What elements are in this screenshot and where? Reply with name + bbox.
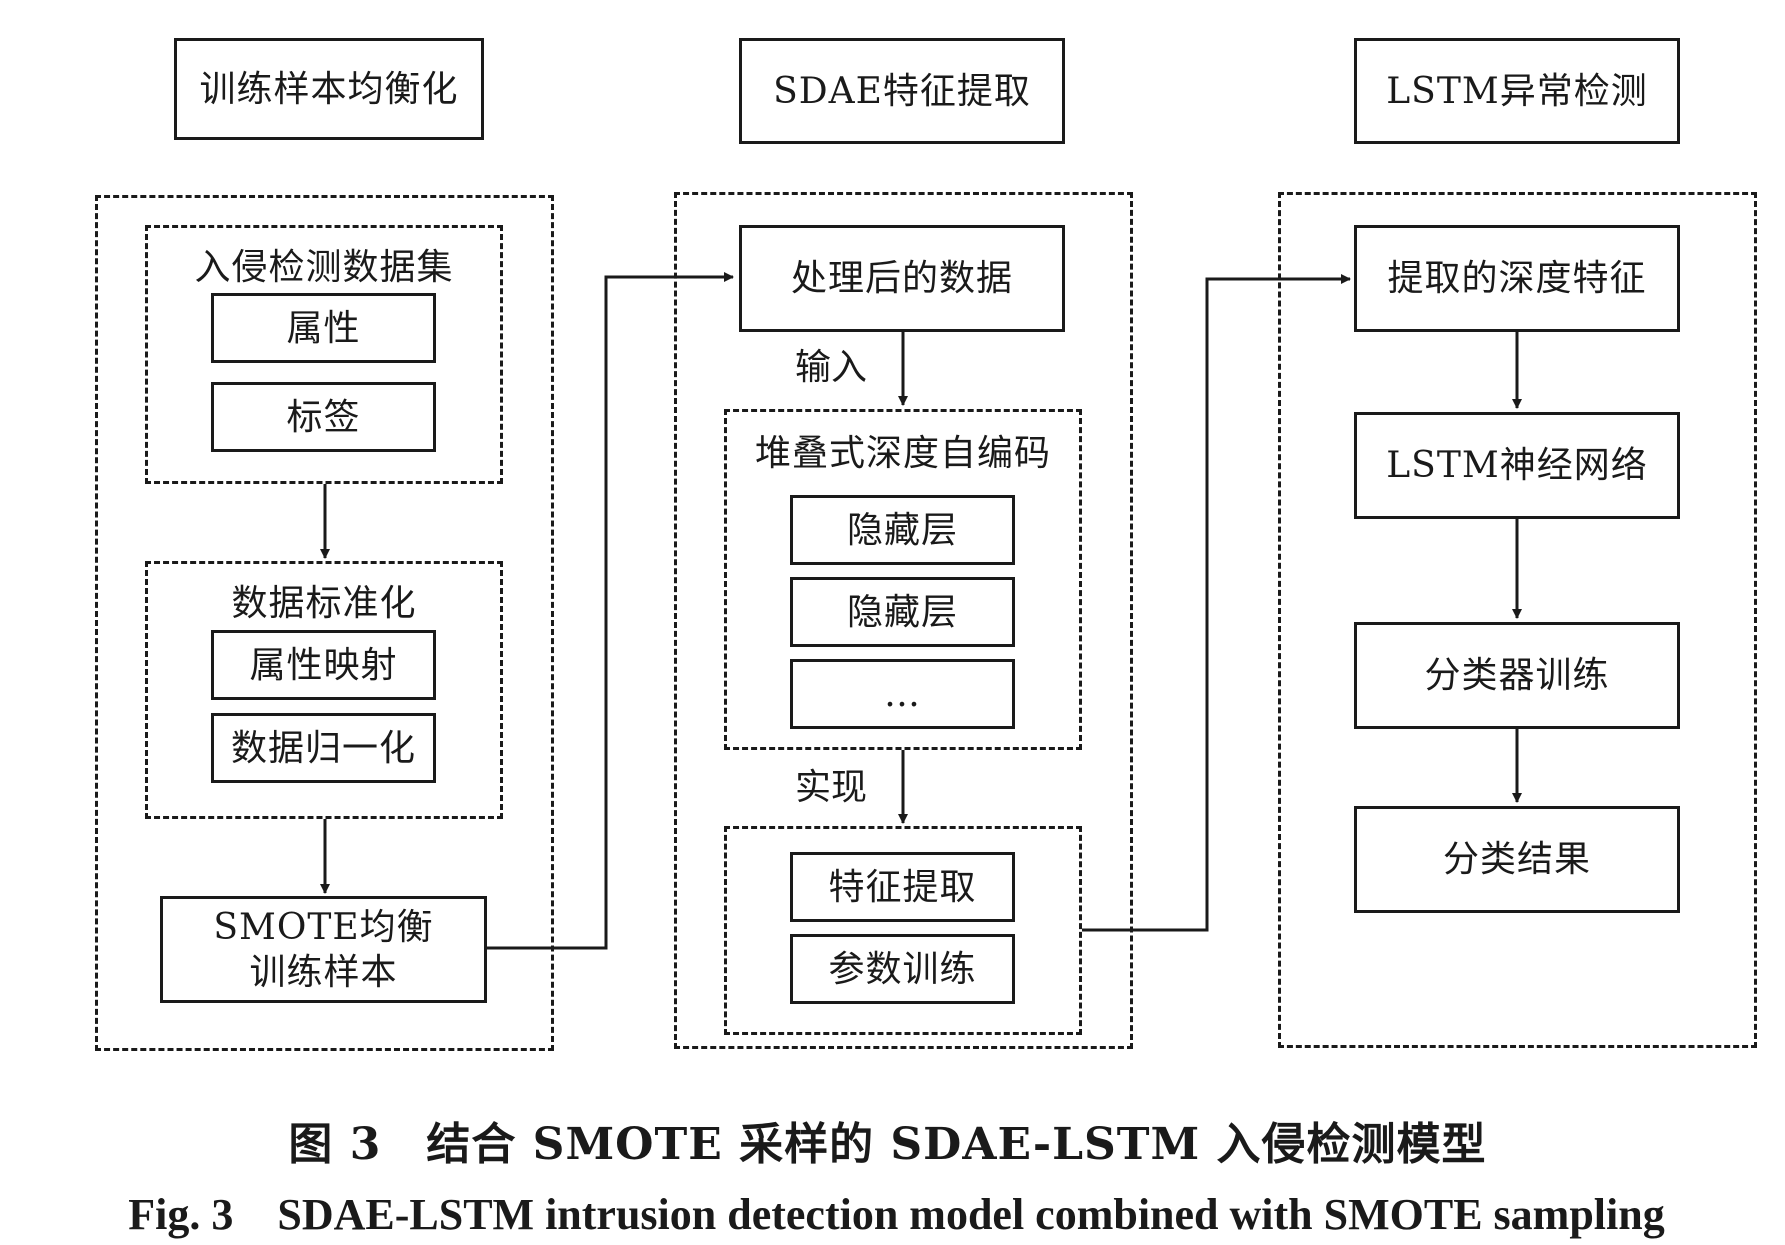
header-lstm-label: LSTM异常检测 bbox=[1386, 70, 1648, 112]
hidden-layer-1: 隐藏层 bbox=[790, 495, 1015, 565]
deep-features-label: 提取的深度特征 bbox=[1387, 258, 1647, 299]
smote-balance-box: SMOTE均衡 训练样本 bbox=[160, 896, 487, 1003]
processed-data-label: 处理后的数据 bbox=[790, 258, 1013, 299]
figure-caption-english: Fig. 3 SDAE-LSTM intrusion detection mod… bbox=[128, 1190, 1665, 1239]
classification-result-box: 分类结果 bbox=[1354, 806, 1680, 913]
header-sdae-label: SDAE特征提取 bbox=[773, 70, 1031, 112]
normalize-group-title: 数据标准化 bbox=[231, 583, 417, 624]
header-balance: 训练样本均衡化 bbox=[174, 38, 484, 140]
header-lstm: LSTM异常检测 bbox=[1354, 38, 1680, 144]
header-sdae: SDAE特征提取 bbox=[739, 38, 1065, 144]
parameter-training-label: 参数训练 bbox=[828, 948, 977, 990]
feature-extraction-box: 特征提取 bbox=[790, 852, 1015, 922]
hidden-layer-ellipsis-label: … bbox=[884, 673, 921, 715]
smote-box-line2: 训练样本 bbox=[249, 951, 398, 993]
classifier-training-box: 分类器训练 bbox=[1354, 622, 1680, 729]
normalize-group: 数据标准化 bbox=[145, 561, 503, 819]
smote-box-line1: SMOTE均衡 bbox=[213, 906, 434, 948]
column-sdae-frame bbox=[674, 192, 1133, 1049]
column-lstm-frame bbox=[1278, 192, 1757, 1048]
input-label: 输入 bbox=[795, 347, 868, 388]
dataset-item-attribute: 属性 bbox=[211, 293, 436, 363]
feature-extraction-label: 特征提取 bbox=[828, 866, 977, 908]
figure-caption-chinese: 图 3 结合 SMOTE 采样的 SDAE-LSTM 入侵检测模型 bbox=[288, 1119, 1487, 1170]
dataset-group: 入侵检测数据集 bbox=[145, 225, 503, 484]
hidden-layer-1-label: 隐藏层 bbox=[846, 509, 958, 551]
hidden-layer-2: 隐藏层 bbox=[790, 577, 1015, 647]
hidden-layer-2-label: 隐藏层 bbox=[846, 591, 958, 633]
hidden-layer-ellipsis: … bbox=[790, 659, 1015, 729]
deep-features-box: 提取的深度特征 bbox=[1354, 225, 1680, 332]
dataset-group-title: 入侵检测数据集 bbox=[194, 247, 454, 288]
dataset-item-attribute-label: 属性 bbox=[286, 307, 361, 349]
dataset-item-label: 标签 bbox=[211, 382, 436, 452]
normalize-item-data-normalization-label: 数据归一化 bbox=[230, 727, 416, 769]
normalize-item-data-normalization: 数据归一化 bbox=[211, 713, 436, 783]
normalize-item-attribute-mapping: 属性映射 bbox=[211, 630, 436, 700]
parameter-training-box: 参数训练 bbox=[790, 934, 1015, 1004]
autoencoder-group-title: 堆叠式深度自编码 bbox=[754, 433, 1051, 474]
normalize-item-attribute-mapping-label: 属性映射 bbox=[249, 644, 398, 686]
arrow-smote-to-processed-data bbox=[487, 272, 734, 950]
autoencoder-group: 堆叠式深度自编码 bbox=[724, 409, 1082, 750]
dataset-item-label-label: 标签 bbox=[286, 396, 361, 438]
header-balance-label: 训练样本均衡化 bbox=[199, 68, 459, 110]
processed-data-box: 处理后的数据 bbox=[739, 225, 1065, 332]
classifier-training-label: 分类器训练 bbox=[1424, 655, 1610, 696]
implement-group bbox=[724, 826, 1082, 1035]
lstm-network-label: LSTM神经网络 bbox=[1386, 445, 1648, 486]
classification-result-label: 分类结果 bbox=[1442, 839, 1591, 880]
lstm-network-box: LSTM神经网络 bbox=[1354, 412, 1680, 519]
column-balance-frame bbox=[95, 195, 554, 1051]
realize-label: 实现 bbox=[795, 767, 868, 808]
